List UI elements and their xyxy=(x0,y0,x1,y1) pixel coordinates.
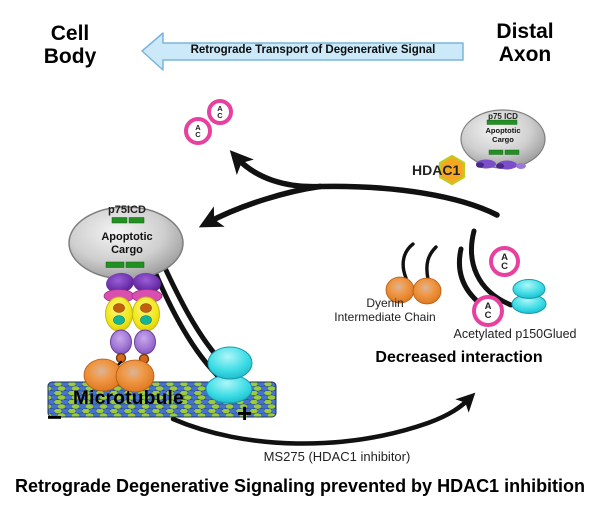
acetyl-ring-icon: A C xyxy=(472,295,504,327)
dynein-intermediate-chain-label: Dyenin Intermediate Chain xyxy=(323,296,447,324)
apoptotic-cargo-right-label: Apoptotic Cargo xyxy=(478,126,528,144)
p75icd-right-label: p75 ICD xyxy=(488,112,518,121)
cargo-right-line2: Cargo xyxy=(492,134,514,144)
hdac1-label: HDAC1 xyxy=(412,162,461,178)
microtubule-minus-end: − xyxy=(47,402,63,432)
cargo-left-line2: Cargo xyxy=(111,243,143,256)
cargo-left-line1: Apoptotic xyxy=(101,231,153,243)
cargo-vesicle-left xyxy=(68,206,184,280)
acetylated-p150glued-label: Acetylated p150Glued xyxy=(453,327,577,341)
figure-title: Retrograde Degenerative Signaling preven… xyxy=(14,476,586,496)
p150-disks-left xyxy=(205,346,253,404)
acetyl-a: A xyxy=(217,104,223,113)
microtubule-plus-end: + xyxy=(237,398,253,428)
acetyl-c: C xyxy=(484,310,492,321)
retrograde-arrow-icon xyxy=(141,32,464,71)
cargo-vesicle-right xyxy=(460,109,546,170)
acetyl-ring-icon: A C xyxy=(489,246,520,277)
acetyl-ring-icon: A C xyxy=(184,117,212,145)
acetyl-c: C xyxy=(217,111,223,120)
microtubule-label: Microtubule xyxy=(73,388,184,409)
distal-axon-line2: Axon xyxy=(498,43,552,66)
ms275-arrow-icon xyxy=(170,392,476,446)
decreased-interaction-label: Decreased interaction xyxy=(375,349,543,366)
cell-body-line2: Body xyxy=(43,45,97,68)
acetyl-a: A xyxy=(484,301,492,312)
cargo-right-line1: Apoptotic xyxy=(485,126,521,135)
dynein-label-line1: Dyenin xyxy=(366,296,404,310)
acetyl-c: C xyxy=(501,260,508,272)
acetyl-ring-icon: A C xyxy=(207,99,233,125)
acetyl-a: A xyxy=(501,251,508,263)
distal-axon-label: Distal Axon xyxy=(485,20,565,66)
acetyl-a: A xyxy=(195,123,201,132)
dynein-complex-icon xyxy=(83,272,163,393)
dynein-label-line2: Intermediate Chain xyxy=(334,310,436,324)
transport-arrow-label: Retrograde Transport of Degenerative Sig… xyxy=(190,44,436,56)
dynein-ic-icon xyxy=(385,242,442,305)
cell-body-label: Cell Body xyxy=(30,22,110,68)
distal-axon-line1: Distal xyxy=(496,20,554,43)
hdac1-hexagon-icon xyxy=(438,154,466,186)
ms275-inhibitor-label: MS275 (HDAC1 inhibitor) xyxy=(263,449,411,464)
fork-arrow-icon xyxy=(198,150,500,228)
cell-body-line1: Cell xyxy=(50,22,90,45)
acetyl-c: C xyxy=(195,130,201,139)
apoptotic-cargo-left-label: Apoptotic Cargo xyxy=(94,231,160,256)
p75icd-left-label: p75ICD xyxy=(108,204,146,216)
